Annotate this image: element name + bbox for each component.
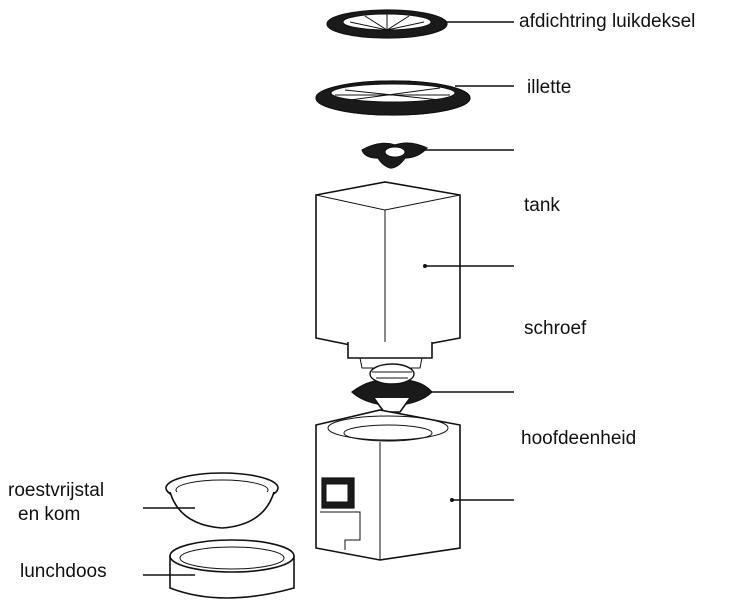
- bowl-part: [165, 472, 279, 529]
- tank-part: [315, 181, 461, 369]
- label-lunchbox: lunchdoos: [20, 561, 107, 582]
- label-seal-ring: afdichtring luikdeksel: [519, 11, 696, 32]
- lunchbox-part: [169, 539, 295, 599]
- label-tank: tank: [524, 195, 560, 216]
- label-illette: illette: [527, 77, 572, 98]
- screw-part: [351, 363, 433, 413]
- label-main-unit: hoofdeenheid: [521, 428, 637, 449]
- agitator-part: [361, 142, 428, 169]
- seal-ring-part: [326, 9, 448, 39]
- label-bowl-line1: roestvrijstal: [8, 480, 105, 501]
- label-screw: schroef: [524, 318, 587, 339]
- label-bowl-line2: en kom: [18, 504, 81, 525]
- illette-part: [315, 80, 471, 116]
- main-unit-part: [315, 409, 461, 561]
